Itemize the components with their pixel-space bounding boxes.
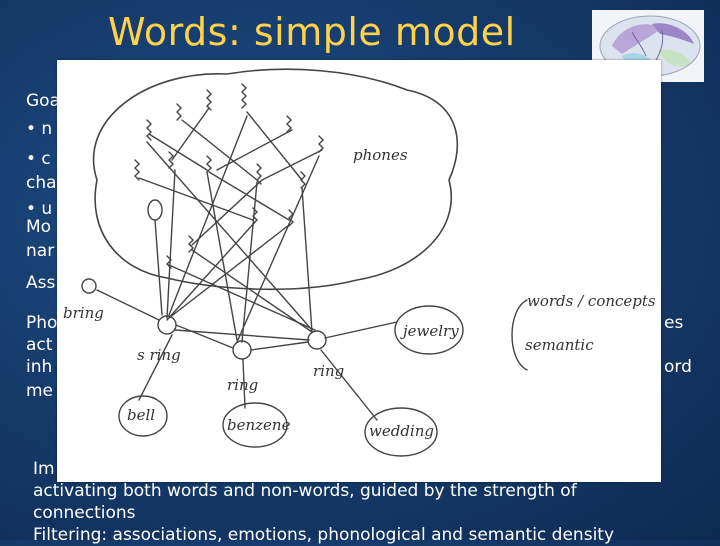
text-fragment-bullet-3: • u xyxy=(26,199,53,219)
label-s-ring: s ring xyxy=(137,346,181,364)
text-fragment-me: me xyxy=(26,381,54,401)
bottom-line-2: activating both words and non-words, gui… xyxy=(33,481,577,501)
label-phones: phones xyxy=(353,146,408,164)
label-jewelry: jewelry xyxy=(400,322,459,340)
text-fragment-right-ord: ord xyxy=(664,357,692,377)
text-fragment-mo: Mo xyxy=(26,217,52,237)
text-fragment-act: act xyxy=(26,335,53,355)
text-fragment-inh: inh xyxy=(26,357,53,377)
label-ring: ring xyxy=(227,376,258,394)
slide-title: Words: simple model xyxy=(108,10,516,54)
text-fragment-right-es: es xyxy=(664,313,684,333)
label-bell: bell xyxy=(127,406,155,424)
label-wedding: wedding xyxy=(369,422,434,440)
label-benzene: benzene xyxy=(227,416,291,434)
label-semantic: semantic xyxy=(525,336,594,354)
hand-drawn-network-sketch: phones words / concepts semantic bring s… xyxy=(57,60,661,482)
bottom-line-1: Im xyxy=(33,459,55,479)
text-fragment-bullet-1: • n xyxy=(26,119,53,139)
bottom-line-3: connections xyxy=(33,503,136,523)
text-fragment-pho: Pho xyxy=(26,313,58,333)
bottom-text-block: Im activating both words and non-words, … xyxy=(33,458,693,546)
label-words-concepts: words / concepts xyxy=(527,292,656,310)
text-fragment-ass: Ass xyxy=(26,273,56,293)
text-fragment-goal: Goa xyxy=(26,91,60,111)
text-fragment-nar: nar xyxy=(26,241,55,261)
label-bring: bring xyxy=(63,304,104,322)
label-ring-2: ring xyxy=(313,362,344,380)
text-fragment-bullet-2: • c xyxy=(26,149,51,169)
text-fragment-cha: cha xyxy=(26,173,57,193)
bottom-line-4: Filtering: associations, emotions, phono… xyxy=(33,525,615,545)
